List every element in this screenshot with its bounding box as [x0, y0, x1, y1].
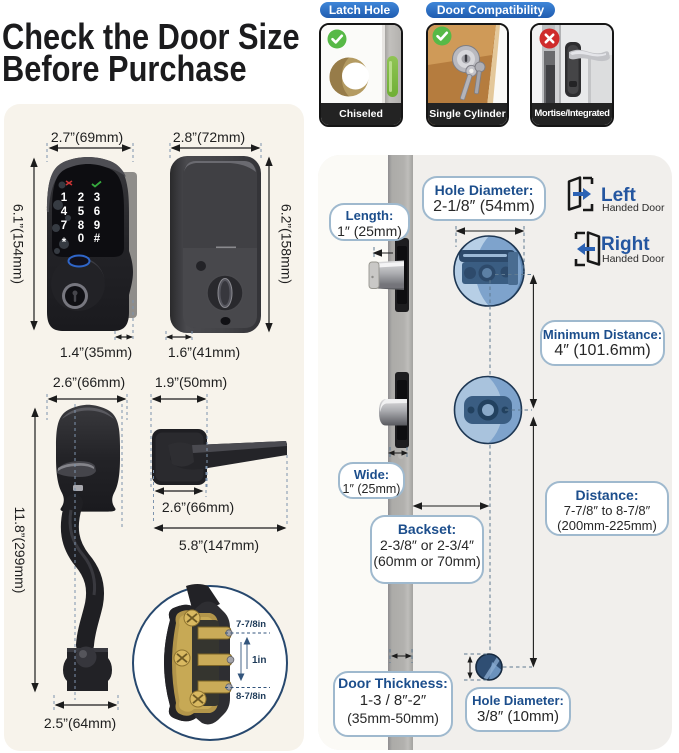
- svg-text:7: 7: [61, 220, 67, 232]
- svg-text:8: 8: [78, 220, 85, 232]
- svg-text:*: *: [62, 237, 67, 249]
- svg-text:0: 0: [78, 233, 84, 245]
- svg-text:4: 4: [61, 206, 68, 218]
- svg-text:2: 2: [78, 192, 84, 204]
- svg-text:5: 5: [78, 206, 85, 218]
- svg-text:6: 6: [94, 206, 100, 218]
- svg-text:3: 3: [94, 192, 100, 204]
- svg-text:9: 9: [94, 220, 100, 232]
- svg-text:#: #: [94, 233, 101, 245]
- svg-text:1: 1: [61, 192, 68, 204]
